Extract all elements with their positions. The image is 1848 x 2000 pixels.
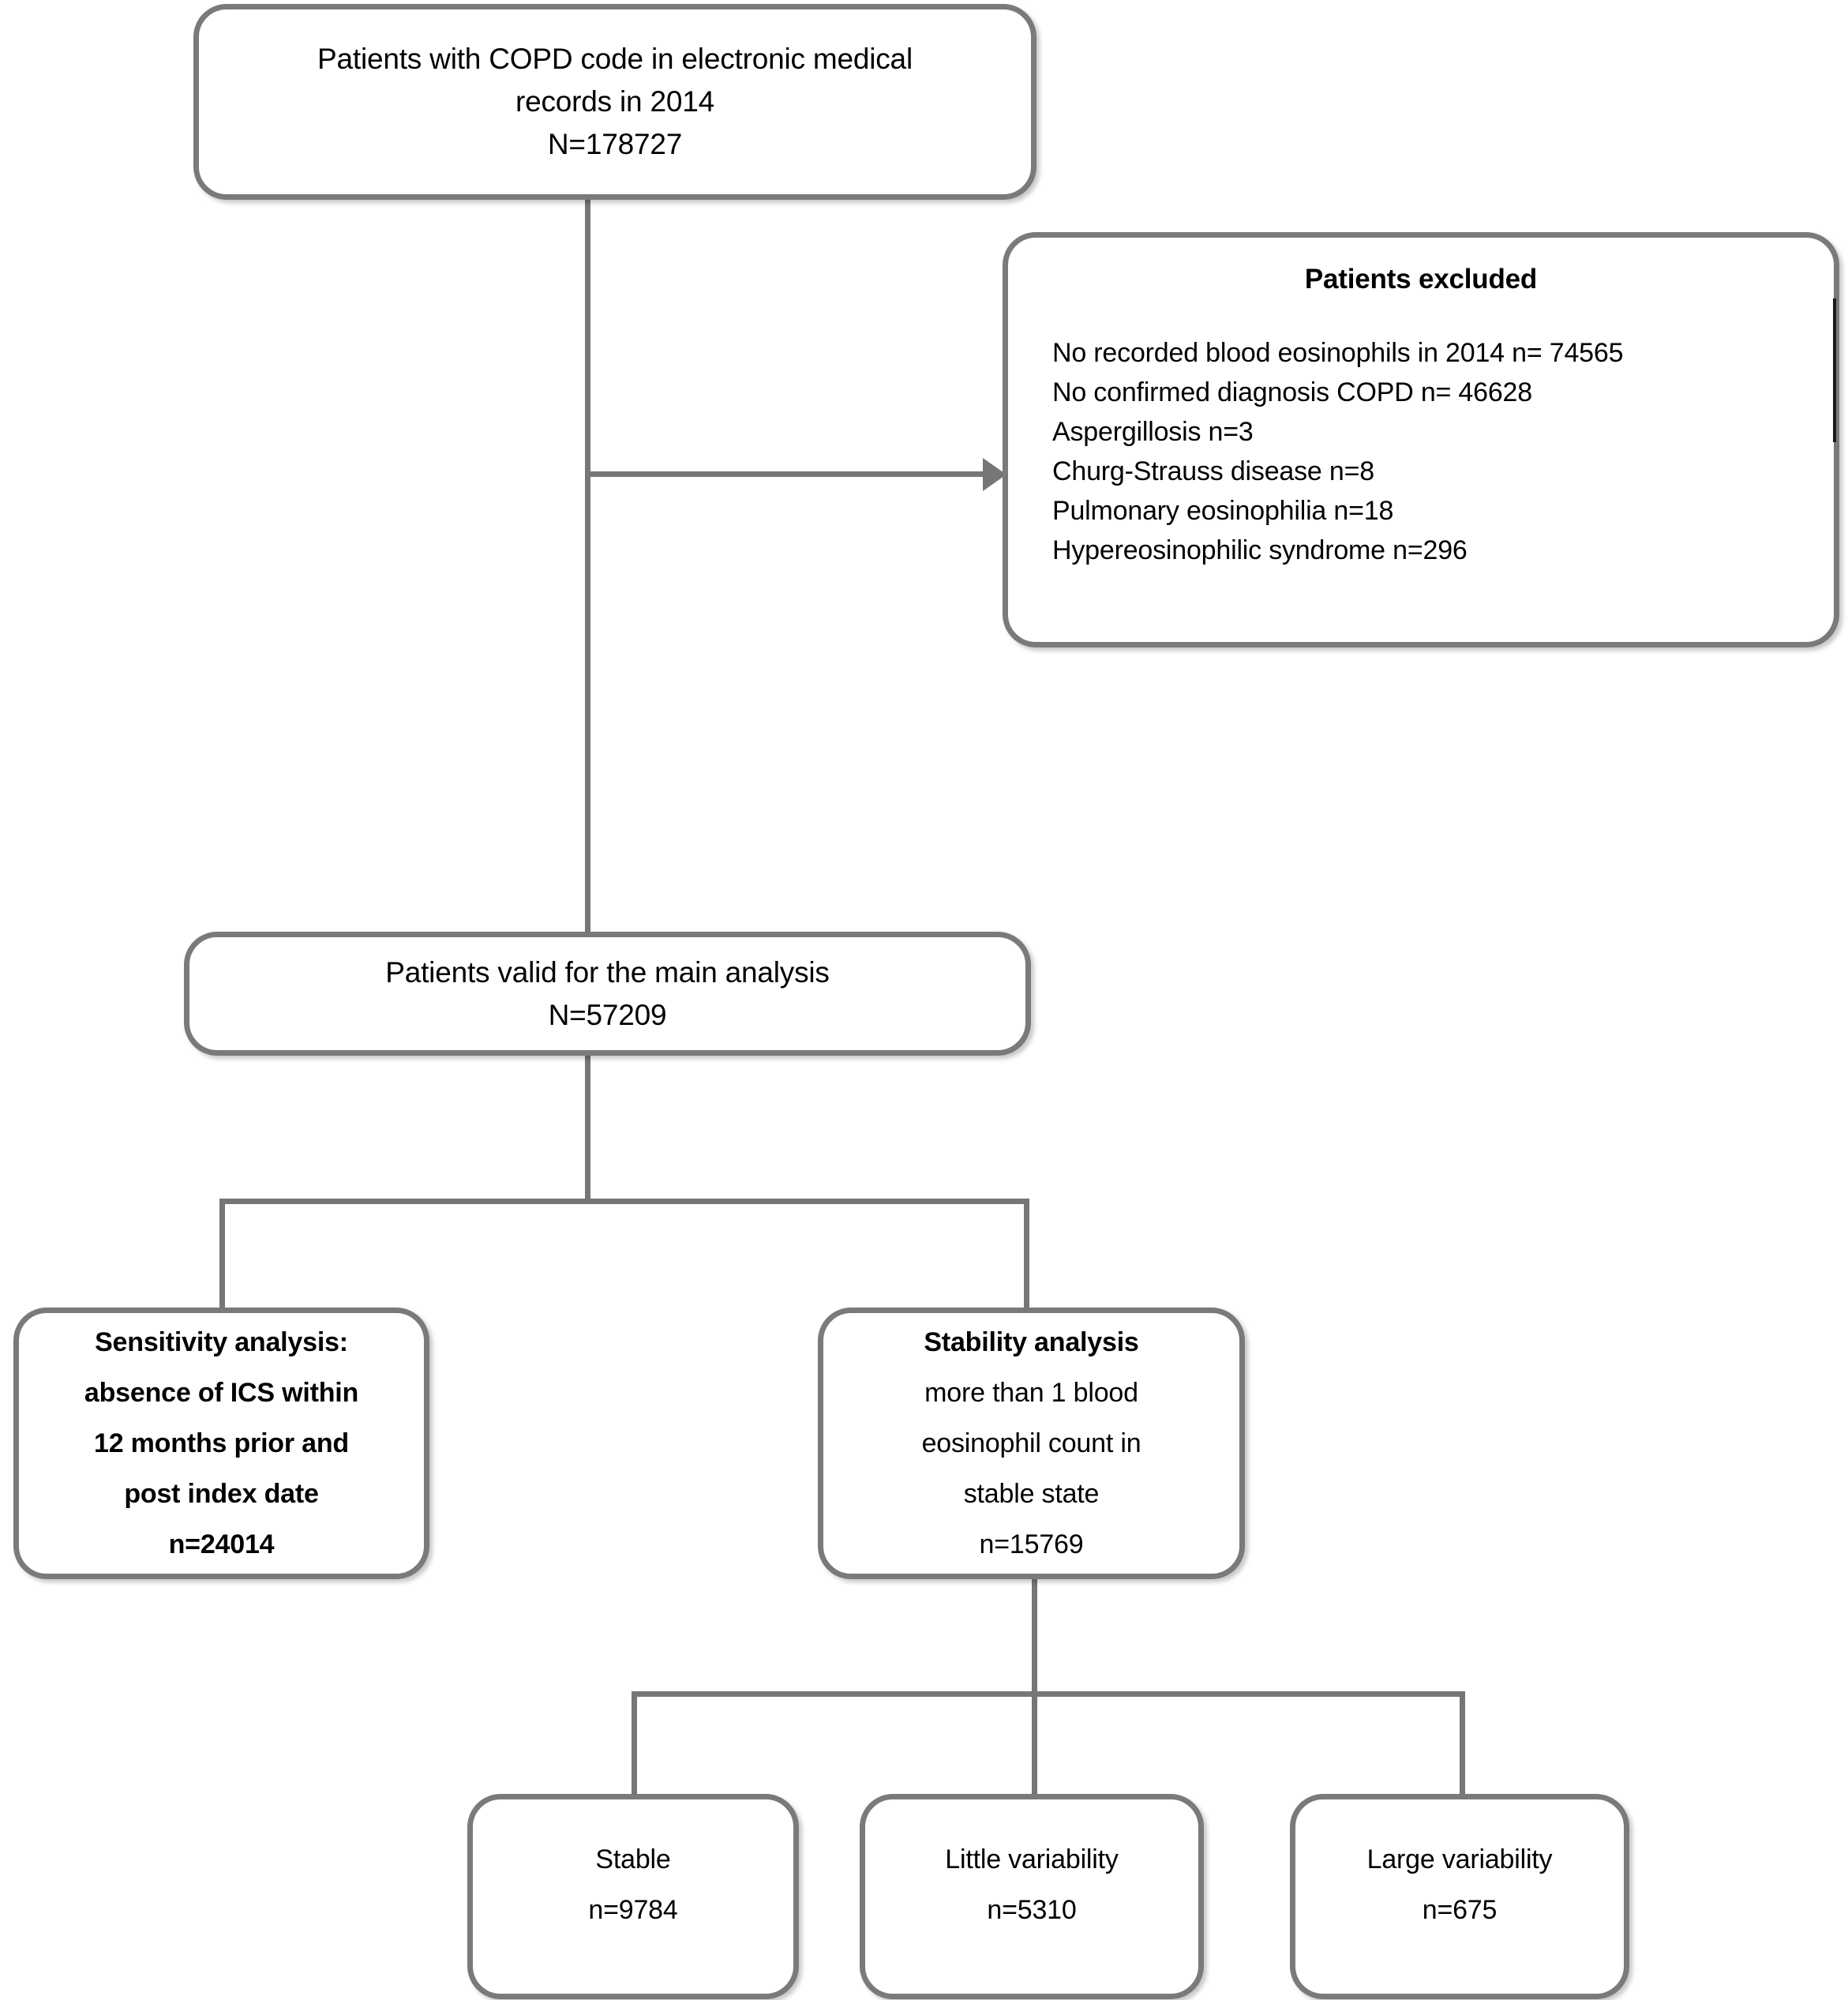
stability-heading: Stability analysis: [924, 1327, 1139, 1357]
node-little-variability-group[interactable]: Little variability n=5310: [860, 1794, 1204, 1999]
edge-stability-to-split: [1032, 1574, 1037, 1697]
sensitivity-line-5: n=24014: [168, 1529, 275, 1559]
patients-excluded-reason-list: No recorded blood eosinophils in 2014 n=…: [1008, 333, 1834, 570]
edge-to-excluded: [585, 471, 1003, 477]
sensitivity-line-1: Sensitivity analysis:: [95, 1327, 348, 1357]
stability-line-4: n=15769: [979, 1529, 1084, 1559]
main-analysis-line-2: N=57209: [548, 998, 667, 1031]
edge-split-bar-three: [632, 1691, 1465, 1697]
node-stable-group[interactable]: Stable n=9784: [467, 1794, 799, 1999]
sensitivity-line-3: 12 months prior and: [93, 1428, 350, 1458]
stability-line-2: eosinophil count in: [921, 1428, 1141, 1458]
main-analysis-line-1: Patients valid for the main analysis: [385, 955, 830, 989]
node-source-cohort[interactable]: Patients with COPD code in electronic me…: [193, 4, 1036, 200]
large-variability-line-1: Large variability: [1366, 1844, 1553, 1874]
edge-source-to-main: [585, 197, 590, 932]
exclusion-reason: Pulmonary eosinophilia n=18: [1052, 496, 1394, 526]
edge-split-to-stability: [1024, 1199, 1029, 1309]
edge-split-to-stable: [632, 1691, 637, 1798]
edge-split-to-sensitivity: [219, 1199, 225, 1309]
text-caret-artifact: [1833, 298, 1836, 442]
node-patients-excluded[interactable]: Patients excluded No recorded blood eosi…: [1003, 232, 1839, 647]
edge-main-to-split: [585, 1054, 590, 1204]
sensitivity-line-2: absence of ICS within: [84, 1378, 359, 1408]
stability-line-3: stable state: [963, 1479, 1100, 1509]
exclusion-reason: Churg-Strauss disease n=8: [1052, 456, 1374, 486]
source-cohort-line-1: Patients with COPD code in electronic me…: [317, 43, 913, 75]
node-large-variability-group[interactable]: Large variability n=675: [1290, 1794, 1629, 1999]
source-cohort-line-3: N=178727: [547, 128, 683, 160]
large-variability-line-2: n=675: [1422, 1895, 1498, 1925]
exclusion-reason: No confirmed diagnosis COPD n= 46628: [1052, 377, 1532, 407]
exclusion-reason: Aspergillosis n=3: [1052, 417, 1254, 447]
stability-line-1: more than 1 blood: [924, 1378, 1138, 1408]
node-sensitivity-analysis[interactable]: Sensitivity analysis: absence of ICS wit…: [13, 1308, 429, 1579]
patients-excluded-heading: Patients excluded: [1304, 264, 1538, 295]
stable-group-line-2: n=9784: [588, 1895, 678, 1925]
little-variability-line-2: n=5310: [987, 1895, 1077, 1925]
edge-split-to-large-variability: [1460, 1691, 1465, 1798]
stable-group-line-1: Stable: [595, 1844, 671, 1874]
node-stability-analysis[interactable]: Stability analysis more than 1 blood eos…: [818, 1308, 1245, 1579]
source-cohort-line-2: records in 2014: [515, 85, 715, 118]
exclusion-reason: No recorded blood eosinophils in 2014 n=…: [1052, 338, 1624, 368]
sensitivity-line-4: post index date: [124, 1479, 319, 1509]
little-variability-line-1: Little variability: [945, 1844, 1119, 1874]
edge-split-bar-two: [219, 1199, 1029, 1204]
exclusion-reason: Hypereosinophilic syndrome n=296: [1052, 535, 1468, 565]
node-main-analysis[interactable]: Patients valid for the main analysis N=5…: [184, 932, 1031, 1056]
edge-split-to-little-variability: [1032, 1691, 1037, 1798]
